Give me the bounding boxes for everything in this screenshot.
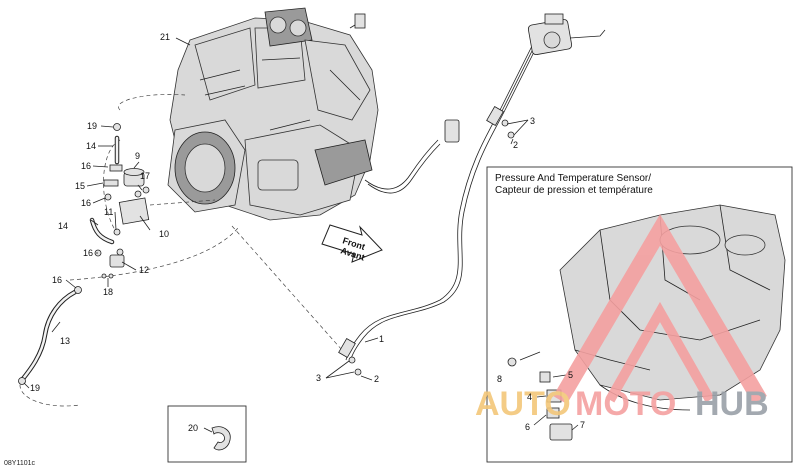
callout-12: 12	[139, 265, 149, 275]
engine-assembly	[167, 7, 379, 221]
sensor-line-route	[325, 13, 606, 381]
callout-16: 16	[81, 198, 91, 208]
callout-7: 7	[580, 420, 585, 430]
front-direction-arrow: Front Avant	[321, 224, 383, 263]
watermark-text-hub: HUB	[695, 385, 769, 423]
watermark-text-auto: AUTO	[475, 385, 571, 423]
callout-10: 10	[159, 229, 169, 239]
callout-16: 16	[52, 275, 62, 285]
drawing-code: 08Y1101c	[4, 460, 36, 467]
callout-5: 5	[568, 370, 573, 380]
callout-6: 6	[525, 422, 530, 432]
callout-1: 1	[379, 334, 384, 344]
callout-21: 21	[160, 32, 170, 42]
callout-4: 4	[527, 392, 532, 402]
callout-2: 2	[513, 140, 518, 150]
callout-17: 17	[140, 171, 150, 181]
callout-19: 19	[30, 383, 40, 393]
inset-title-english: Pressure And Temperature Sensor/	[495, 173, 651, 184]
sensor-connector	[444, 119, 460, 143]
callout-14: 14	[58, 221, 68, 231]
callout-20: 20	[188, 423, 198, 433]
callout-8: 8	[497, 374, 502, 384]
callout-labels: 21 9 17 19 14 16 15 16 11 10 14 16 12 18…	[4, 32, 585, 467]
inset-title-french: Capteur de pression et température	[495, 185, 653, 196]
automotohub-watermark: AUTO MOTO HUB	[475, 214, 769, 423]
callout-19: 19	[87, 121, 97, 131]
part-20-detail-box	[167, 405, 247, 463]
callout-14: 14	[86, 141, 96, 151]
callout-13: 13	[60, 336, 70, 346]
left-leader-lines	[23, 37, 191, 389]
watermark-text-moto: MOTO	[575, 385, 676, 423]
callout-16: 16	[83, 248, 93, 258]
callout-3: 3	[316, 373, 321, 383]
callout-18: 18	[103, 287, 113, 297]
watermark-triangle-icon	[553, 214, 767, 405]
callout-15: 15	[75, 181, 85, 191]
callout-9: 9	[135, 151, 140, 161]
callout-16: 16	[81, 161, 91, 171]
callout-11: 11	[104, 207, 113, 217]
callout-3: 3	[530, 116, 535, 126]
callout-2: 2	[374, 374, 379, 384]
